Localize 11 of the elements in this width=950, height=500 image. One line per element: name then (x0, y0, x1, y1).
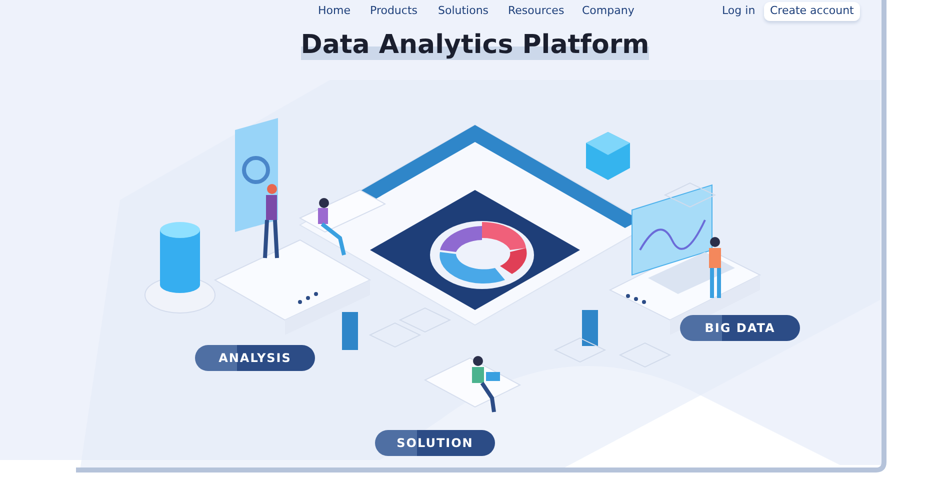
nav-link: Home (318, 4, 350, 17)
nav-link: Company (582, 4, 634, 17)
nav-link: Resources (508, 4, 564, 17)
create-account-button: Create account (764, 2, 860, 21)
label-tag: SOLUTION (375, 430, 495, 456)
nav-link: Products (370, 4, 418, 17)
label-tag: ANALYSIS (195, 345, 315, 371)
login-link: Log in (722, 4, 756, 17)
label-tag: BIG DATA (680, 315, 800, 341)
nav-link: Solutions (438, 4, 489, 17)
page-title: Data Analytics Platform (300, 30, 650, 60)
